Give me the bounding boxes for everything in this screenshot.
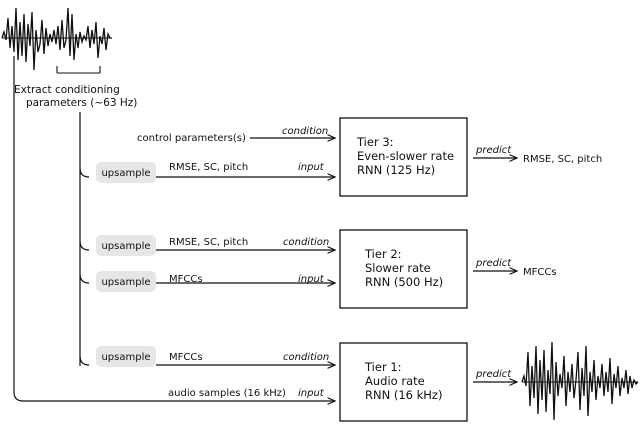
predict-label-tier1: predict — [475, 369, 512, 380]
tier3-input-signal: RMSE, SC, pitch — [169, 162, 248, 173]
condition-label-tier3: condition — [282, 126, 328, 137]
audio-samples-arrow — [13, 56, 335, 401]
output-waveform — [521, 341, 639, 421]
input-label-tier2: input — [298, 274, 325, 285]
tier2-title: Tier 2: — [364, 247, 402, 261]
upsample-label-4: upsample — [101, 352, 150, 363]
extract-label-line2: parameters (~63 Hz) — [26, 97, 137, 109]
tier3-title: Tier 3: — [356, 135, 394, 149]
upsample-label-1: upsample — [101, 168, 150, 179]
tier3-box — [339, 117, 468, 197]
branch-tier2-input — [79, 273, 90, 284]
tier2-output: MFCCs — [523, 267, 557, 278]
control-params-label: control parameters(s) — [137, 133, 246, 144]
audio-samples-label: audio samples (16 kHz) — [168, 388, 286, 399]
upsample-label-2: upsample — [101, 241, 150, 252]
branch-tier2-condition — [79, 240, 90, 251]
branch-tier3-input — [79, 167, 90, 178]
tier3-desc: Even-slower rate — [357, 149, 454, 163]
tier3-rate: RNN (125 Hz) — [357, 163, 435, 177]
tier2-box — [339, 229, 468, 309]
tier2-condition-signal: RMSE, SC, pitch — [169, 237, 248, 248]
condition-label-tier2: condition — [283, 237, 329, 248]
predict-label-tier3: predict — [475, 145, 512, 156]
tier1-box — [339, 342, 468, 422]
tier3-output: RMSE, SC, pitch — [523, 154, 602, 165]
upsample-pill-3 — [96, 271, 156, 292]
tier2-input-signal: MFCCs — [169, 274, 203, 285]
upsample-pill-4 — [96, 346, 156, 367]
extract-label-line1: Extract conditioning — [14, 84, 120, 96]
tier1-rate: RNN (16 kHz) — [365, 388, 442, 402]
tier1-condition-signal: MFCCs — [169, 352, 203, 363]
tier1-title: Tier 1: — [364, 360, 402, 374]
upsample-label-3: upsample — [101, 277, 150, 288]
tier2-rate: RNN (500 Hz) — [365, 275, 443, 289]
upsample-pill-1 — [96, 162, 156, 183]
upsample-pill-2 — [96, 235, 156, 256]
tier2-desc: Slower rate — [365, 261, 431, 275]
tier1-desc: Audio rate — [365, 374, 425, 388]
input-label-tier1: input — [298, 388, 325, 399]
input-label-tier3: input — [298, 162, 325, 173]
predict-label-tier2: predict — [475, 258, 512, 269]
input-waveform — [1, 7, 112, 74]
branch-tier1-condition — [79, 355, 90, 366]
condition-label-tier1: condition — [283, 352, 329, 363]
